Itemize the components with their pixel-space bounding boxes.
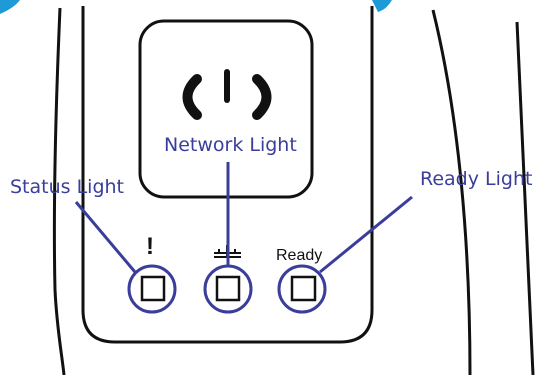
power-icon bbox=[182, 69, 272, 120]
top-band-left bbox=[0, 0, 20, 14]
ready-light-leader bbox=[319, 195, 413, 274]
ready-light-indicator bbox=[290, 275, 317, 302]
status-light-indicator bbox=[140, 275, 166, 302]
network-light-indicator bbox=[215, 275, 241, 302]
network-light-label: Network Light bbox=[164, 134, 297, 156]
top-band-right bbox=[372, 0, 392, 12]
status-light-label: Status Light bbox=[10, 176, 124, 198]
status-light-leader bbox=[74, 201, 137, 273]
body-right-curve bbox=[431, 9, 472, 375]
power-button[interactable] bbox=[138, 19, 314, 199]
ready-light-callout-circle bbox=[277, 264, 327, 314]
ready-text-label: Ready bbox=[276, 247, 323, 264]
control-panel-outline bbox=[81, 6, 374, 344]
body-left-edge bbox=[52, 7, 66, 375]
status-light-callout-circle bbox=[127, 264, 177, 314]
body-far-right-edge bbox=[515, 21, 535, 375]
status-symbol-label: ! bbox=[146, 233, 154, 260]
ready-light-label: Ready Light bbox=[420, 168, 533, 190]
